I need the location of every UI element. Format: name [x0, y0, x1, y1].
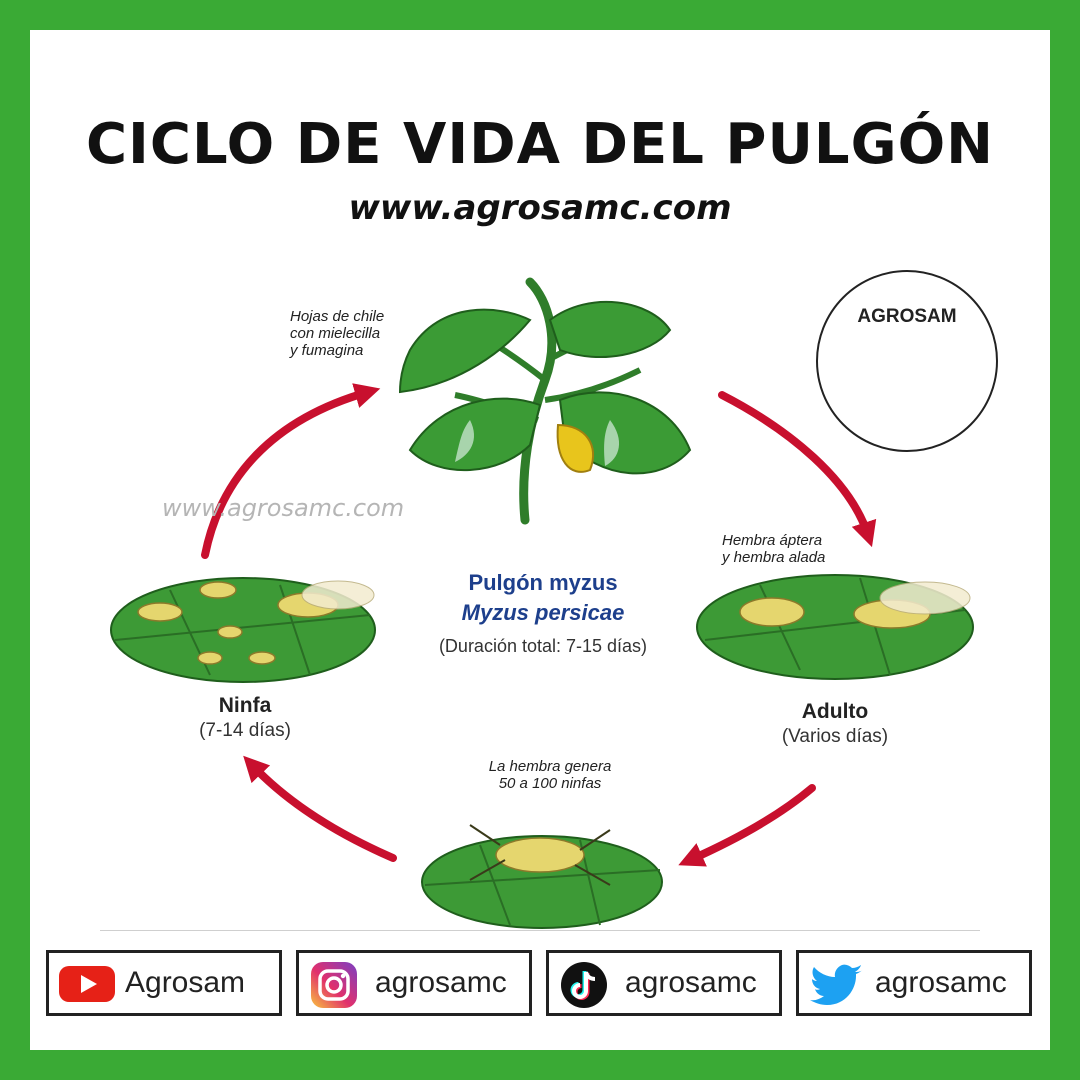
- arrow-nymph-to-plant: [201, 383, 381, 559]
- social-instagram[interactable]: agrosamc: [296, 950, 532, 1016]
- total-duration: (Duración total: 7-15 días): [438, 636, 648, 656]
- reproduction-leaf-illustration: [421, 824, 663, 929]
- social-twitter[interactable]: agrosamc: [796, 950, 1032, 1016]
- social-handle: agrosamc: [375, 966, 507, 999]
- chili-plant-illustration: [398, 277, 692, 525]
- page-title: CICLO DE VIDA DEL PULGÓN: [85, 112, 995, 177]
- arrow-adult-to-reproduction: [678, 784, 816, 867]
- arrow-plant-to-adult: [718, 391, 877, 548]
- reproduction-note-line: La hembra genera: [488, 758, 612, 775]
- species-scientific-name: Myzus persicae: [461, 600, 625, 625]
- social-tiktok[interactable]: agrosamc: [546, 950, 782, 1016]
- nymph-name: Ninfa: [218, 694, 272, 717]
- center-info: Pulgón myzus Myzus persicae (Duración to…: [400, 570, 686, 657]
- logo-text: AGROSAM: [857, 306, 957, 327]
- plant-note-line: con mielecilla: [290, 325, 381, 342]
- plant-note-line: y fumagina: [290, 342, 364, 359]
- species-common-name: Pulgón myzus: [468, 570, 618, 595]
- adult-note-line: Hembra áptera: [722, 532, 823, 549]
- reproduction-note: La hembra genera 50 a 100 ninfas: [470, 758, 630, 792]
- footer-divider: [100, 930, 980, 931]
- arrow-reproduction-to-nymph: [243, 755, 397, 862]
- adult-note: Hembra áptera y hembra alada: [722, 532, 882, 566]
- nymph-stage-label: Ninfa (7-14 días): [165, 694, 325, 742]
- twitter-icon: [810, 964, 863, 1005]
- reproduction-note-line: 50 a 100 ninfas: [498, 775, 602, 792]
- nymph-duration: (7-14 días): [199, 720, 291, 741]
- youtube-icon: [59, 966, 115, 1002]
- adult-stage-label: Adulto (Varios días): [755, 700, 915, 748]
- website-url[interactable]: www.agrosamc.com: [348, 188, 732, 228]
- plant-note-line: Hojas de chile: [290, 308, 385, 325]
- nymph-leaf-illustration: [110, 577, 376, 683]
- adult-name: Adulto: [801, 700, 869, 723]
- tiktok-icon: [561, 962, 607, 1008]
- adult-duration: (Varios días): [781, 726, 889, 747]
- agrosam-logo: AGROSAM: [816, 270, 998, 452]
- social-handle: agrosamc: [625, 966, 757, 999]
- adult-leaf-illustration: [696, 574, 974, 680]
- social-youtube[interactable]: Agrosam: [46, 950, 282, 1016]
- social-handle: agrosamc: [875, 966, 1007, 999]
- adult-note-line: y hembra alada: [722, 549, 826, 566]
- instagram-icon: [311, 962, 357, 1008]
- watermark-text: www.agrosamc.com: [162, 494, 405, 522]
- social-handle: Agrosam: [125, 966, 246, 999]
- plant-note: Hojas de chile con mielecilla y fumagina: [290, 308, 440, 359]
